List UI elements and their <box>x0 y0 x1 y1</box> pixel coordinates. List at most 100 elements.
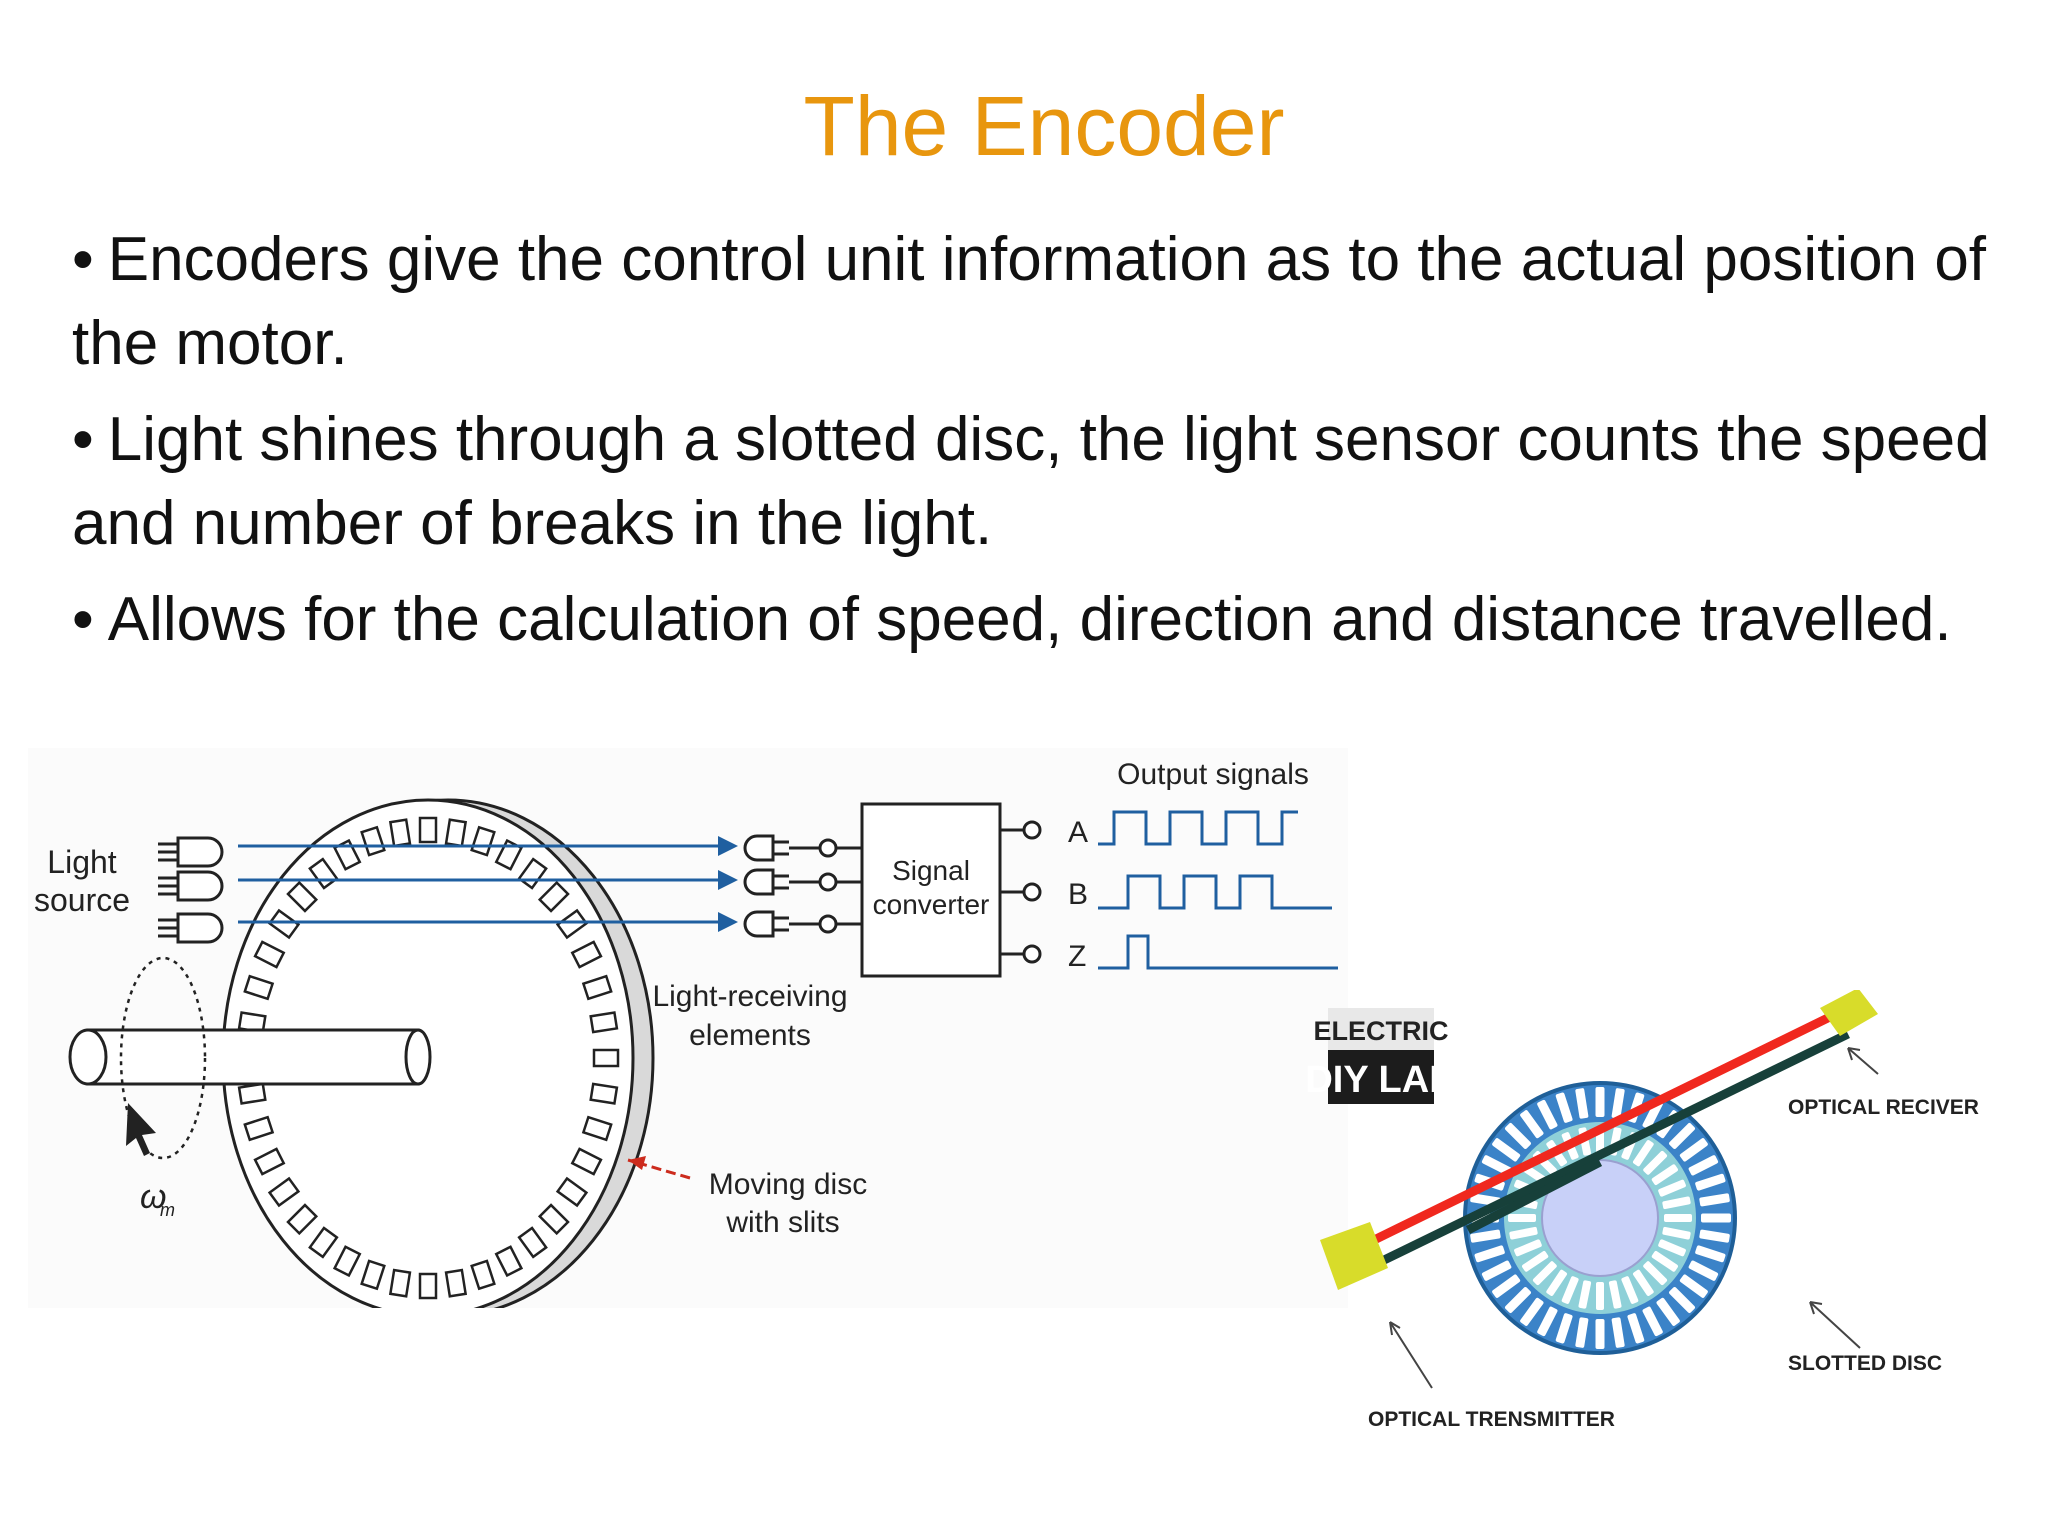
wheel-slot <box>1596 1282 1604 1310</box>
disc-slit <box>537 880 570 913</box>
light-beams <box>238 844 718 924</box>
electric-diy-lab-logo: ELECTRIC DIY LAB <box>1305 1008 1457 1104</box>
wheel-slot <box>1633 1140 1654 1167</box>
disc-slit <box>555 1176 589 1208</box>
shaft <box>68 956 432 1160</box>
wheel-slot <box>1688 1155 1719 1176</box>
wheel-slot <box>1608 1280 1622 1309</box>
optical-wires <box>1368 1009 1850 1267</box>
bullet-item: •Encoders give the control unit informat… <box>72 218 2012 386</box>
slide-title: The Encoder <box>803 79 1285 173</box>
wheel-slot <box>1575 1088 1589 1119</box>
encoder-wheel <box>1463 1081 1737 1355</box>
wheel-slot <box>1578 1280 1592 1309</box>
wheel-slot <box>1561 1276 1579 1304</box>
disc-slit <box>388 818 412 848</box>
moving-disc-label: with slits <box>725 1206 839 1239</box>
wheel-slot <box>1679 1274 1708 1298</box>
wheel-slot <box>1633 1269 1654 1296</box>
wheel-slot <box>1669 1287 1695 1313</box>
disc-slit <box>332 838 362 871</box>
disc-slit <box>286 880 319 913</box>
wheel-slot <box>1664 1214 1692 1222</box>
wheel-slot <box>1679 1138 1708 1162</box>
disc-slit <box>494 838 524 871</box>
wheel-slot <box>1470 1229 1501 1243</box>
omega-label: ω <box>140 1178 166 1216</box>
slotted-disc-label: SLOTTED DISC <box>1788 1352 1942 1375</box>
disc-slit <box>470 1259 496 1291</box>
wheel-slot <box>1481 1155 1512 1176</box>
signal-converter-label: Signal <box>892 855 970 886</box>
wheel-slot <box>1643 1150 1668 1175</box>
disc-slit <box>253 940 286 969</box>
channel-label: Z <box>1068 940 1086 973</box>
disc-slit <box>286 1203 319 1236</box>
arrow-head-icon <box>628 1156 646 1170</box>
wheel-slot <box>1520 1297 1544 1326</box>
wheel-slot <box>1505 1287 1531 1313</box>
bullet-item: •Light shines through a slotted disc, th… <box>72 398 2012 566</box>
wheel-slot <box>1669 1123 1695 1149</box>
light-source-label: Light <box>47 844 117 880</box>
logo-text: ELECTRIC <box>1314 1016 1449 1046</box>
wheel-slot <box>1699 1193 1730 1207</box>
wheel-slot <box>1611 1088 1625 1119</box>
wheel-slot <box>1575 1317 1589 1348</box>
callout-lines <box>1389 1047 1879 1389</box>
wheel-slot <box>1474 1245 1505 1263</box>
wheel-slot <box>1492 1138 1521 1162</box>
disc-slit <box>253 1147 286 1176</box>
disc-slit <box>267 1176 301 1208</box>
channel-label: B <box>1068 878 1088 911</box>
disc-slit <box>243 974 275 1001</box>
led-emitter-icon <box>158 836 224 944</box>
optical-encoder-illustration: ELECTRIC DIY LAB OPTICAL RECIVER SLOTTED… <box>1305 990 1979 1431</box>
disc-slit <box>570 1147 603 1176</box>
wheel-slot <box>1595 1087 1605 1117</box>
wheel-slot <box>1611 1317 1625 1348</box>
encoder-diagram: Light source ω m Light-receiving element… <box>28 748 1348 1308</box>
moving-disc-label: Moving disc <box>709 1168 867 1201</box>
disc-slit <box>444 1268 468 1298</box>
waveform-b <box>1098 874 1332 910</box>
receiver-icon <box>743 834 838 938</box>
disc-slit <box>237 1082 267 1105</box>
wheel-slot <box>1642 1099 1663 1130</box>
wheel-slot <box>1651 1251 1678 1272</box>
waveform-a <box>1098 810 1298 846</box>
bullet-marker: • <box>72 585 94 654</box>
wheel-slot <box>1658 1239 1686 1257</box>
wheel-slot <box>1695 1173 1726 1191</box>
optical-transmitter-label: OPTICAL TRENSMITTER <box>1368 1408 1615 1431</box>
wheel-slot <box>1514 1239 1542 1257</box>
disc-slit <box>470 825 496 857</box>
light-source-label: source <box>34 882 130 918</box>
rotation-arrow-icon <box>126 1103 156 1156</box>
receiving-elements-label: elements <box>689 1019 811 1052</box>
bullet-text: Light shines through a slotted disc, the… <box>72 405 1990 558</box>
wheel-slot <box>1532 1261 1557 1286</box>
waveforms <box>1098 810 1338 970</box>
wheel-slot <box>1688 1260 1719 1281</box>
channel-label: A <box>1068 816 1088 849</box>
disc-slit <box>360 1259 386 1291</box>
waveform-z <box>1098 934 1338 970</box>
disc-slit <box>360 825 386 857</box>
wheel-slot <box>1546 1269 1567 1296</box>
wheel-slot <box>1522 1251 1549 1272</box>
wheel-slot <box>1701 1213 1731 1223</box>
disc-slit <box>267 908 301 940</box>
omega-subscript: m <box>160 1200 175 1220</box>
disc-slit <box>418 1272 438 1300</box>
optical-receiver-label: OPTICAL RECIVER <box>1788 1096 1979 1119</box>
wheel-slot <box>1595 1319 1605 1349</box>
bullet-item: •Allows for the calculation of speed, di… <box>72 578 2012 662</box>
wheel-slot <box>1509 1226 1538 1240</box>
disc-slit <box>589 1011 619 1034</box>
signal-converter-box <box>836 802 1002 978</box>
disc-slit <box>243 1115 275 1142</box>
wheel-slot <box>1508 1214 1536 1222</box>
disc-slit <box>517 1226 548 1259</box>
disc-slit <box>537 1203 570 1236</box>
